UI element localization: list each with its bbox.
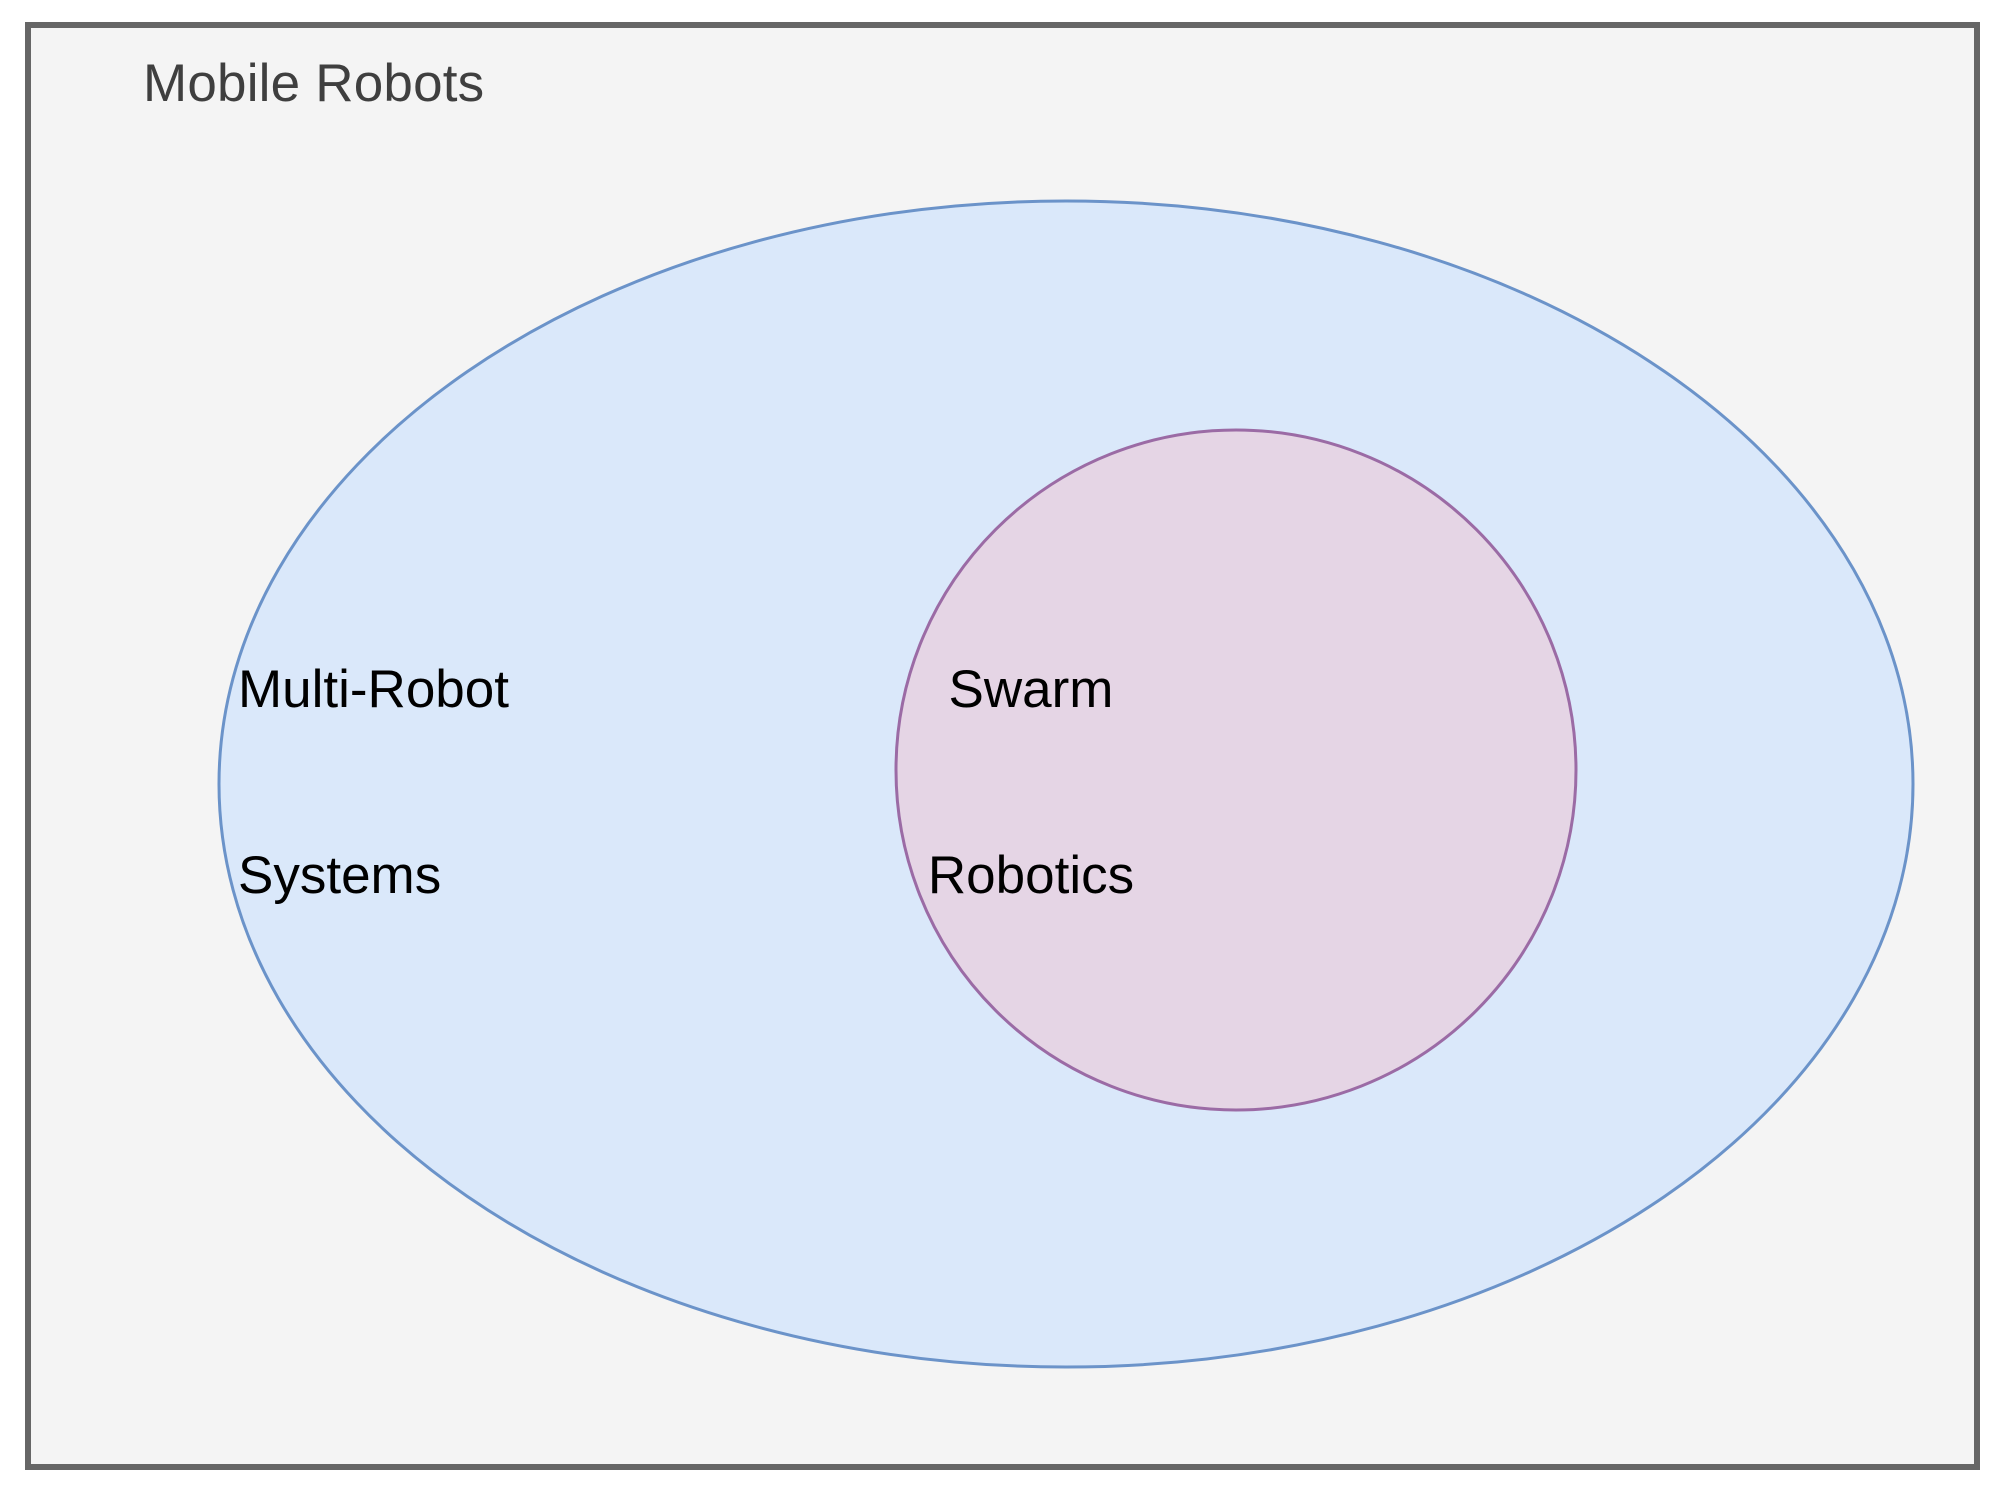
set-shapes-svg [217,199,1915,1369]
mobile-robots-set-rectangle[interactable]: Mobile Robots Multi-Robot Systems Swarm … [25,22,1980,1470]
swarm-robotics-label-line1: Swarm [948,660,1114,719]
multi-robot-systems-label-line2: Systems [238,846,442,905]
multi-robot-systems-label: Multi-Robot Systems [238,535,509,1031]
swarm-robotics-circle[interactable] [894,428,1578,1112]
multi-robot-systems-label-line1: Multi-Robot [238,660,509,719]
swarm-robotics-label: Swarm Robotics [861,535,1201,1031]
mobile-robots-label: Mobile Robots [143,54,485,113]
swarm-robotics-label-line2: Robotics [927,846,1135,905]
